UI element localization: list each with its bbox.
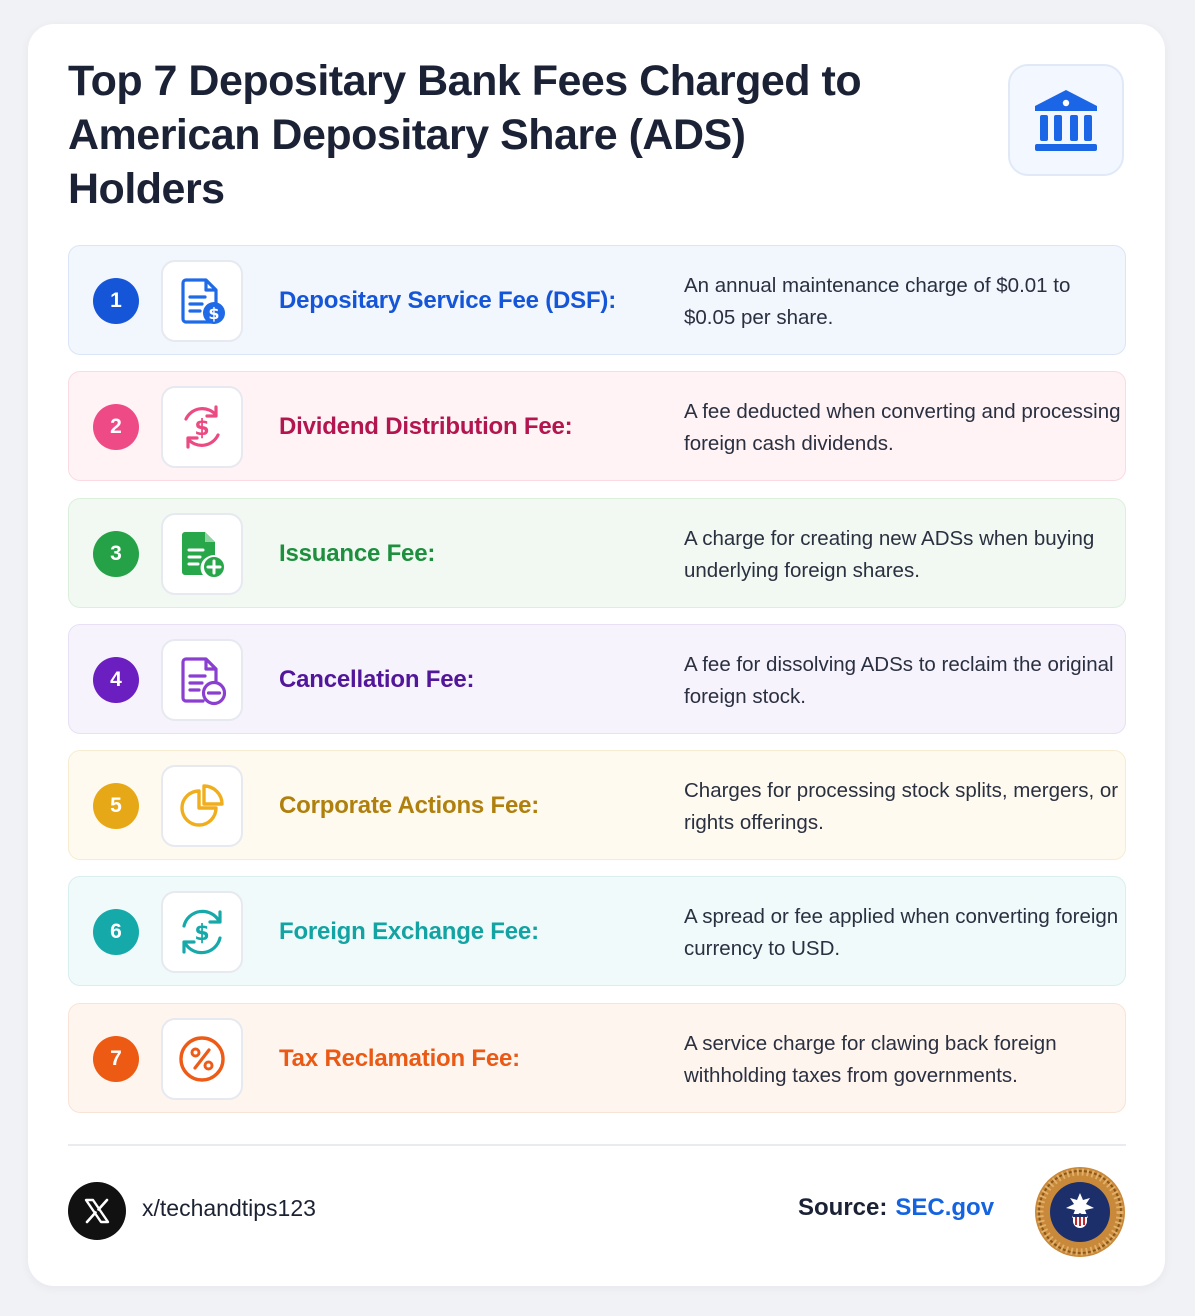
fee-list: 1 $ Depositary Service Fee (DSF): An ann… xyxy=(68,245,1126,1129)
fee-row-2: 2 $ Dividend Distribution Fee: A fee ded… xyxy=(68,371,1126,482)
source-label: Source: xyxy=(798,1194,888,1221)
document-minus-icon xyxy=(161,638,243,721)
fee-number-badge: 6 xyxy=(93,909,139,956)
fee-row-1: 1 $ Depositary Service Fee (DSF): An ann… xyxy=(68,245,1126,355)
fee-row-6: 6 $ Foreign Exchange Fee: A spread or fe… xyxy=(68,876,1126,987)
fee-row-5: 5 Corporate Actions Fee: Charges for pro… xyxy=(68,750,1126,861)
fee-name: Dividend Distribution Fee: xyxy=(279,413,573,441)
fee-name: Depositary Service Fee (DSF): xyxy=(279,287,616,314)
svg-text:$: $ xyxy=(208,304,219,323)
sec-seal-icon xyxy=(1034,1166,1126,1258)
fee-row-4: 4 Cancellation Fee: A fee for dissolving… xyxy=(68,623,1126,734)
percent-icon xyxy=(161,1017,243,1100)
fee-description: An annual maintenance charge of $0.01 to… xyxy=(684,274,1071,329)
dollar-cycle-icon: $ xyxy=(161,386,243,469)
infographic-card: Top 7 Depositary Bank Fees Charged to Am… xyxy=(28,24,1165,1286)
fee-name: Corporate Actions Fee: xyxy=(279,792,540,820)
social-handle-link[interactable]: x/techandtips123 xyxy=(142,1195,316,1221)
fee-description: A fee for dissolving ADSs to reclaim the… xyxy=(684,652,1114,708)
pie-chart-icon xyxy=(161,765,243,848)
fee-number-badge: 1 xyxy=(93,278,139,324)
page-title: Top 7 Depositary Bank Fees Charged to Am… xyxy=(68,57,862,213)
document-plus-icon xyxy=(161,512,243,595)
fee-number-badge: 7 xyxy=(93,1035,139,1082)
x-logo-icon[interactable] xyxy=(68,1182,126,1240)
fee-description: A fee deducted when converting and proce… xyxy=(684,400,1121,456)
fee-description: A charge for creating new ADSs when buyi… xyxy=(684,526,1095,582)
footer-divider xyxy=(68,1144,1126,1146)
svg-text:$: $ xyxy=(194,416,209,441)
bank-icon xyxy=(1008,64,1124,176)
svg-text:$: $ xyxy=(194,921,209,946)
fee-name: Foreign Exchange Fee: xyxy=(279,918,539,946)
fee-description: A spread or fee applied when converting … xyxy=(684,905,1119,961)
fee-number-badge: 2 xyxy=(93,404,139,451)
fee-description: Charges for processing stock splits, mer… xyxy=(684,779,1119,835)
fee-number-badge: 4 xyxy=(93,656,139,703)
fee-name: Tax Reclamation Fee: xyxy=(279,1044,520,1072)
fee-row-3: 3 Issuance Fee: A charge for creating ne… xyxy=(68,497,1126,608)
fee-name: Issuance Fee: xyxy=(279,539,436,567)
fee-number-badge: 5 xyxy=(93,783,139,830)
fee-description: A service charge for clawing back foreig… xyxy=(684,1031,1057,1087)
fee-name: Cancellation Fee: xyxy=(279,665,475,693)
currency-exchange-icon: $ xyxy=(161,891,243,974)
fee-number-badge: 3 xyxy=(93,530,139,577)
source-attribution: Source: SEC.gov xyxy=(798,1194,994,1222)
source-link[interactable]: SEC.gov xyxy=(895,1194,995,1221)
document-dollar-icon: $ xyxy=(161,260,243,342)
fee-row-7: 7 Tax Reclamation Fee: A service charge … xyxy=(68,1002,1126,1113)
